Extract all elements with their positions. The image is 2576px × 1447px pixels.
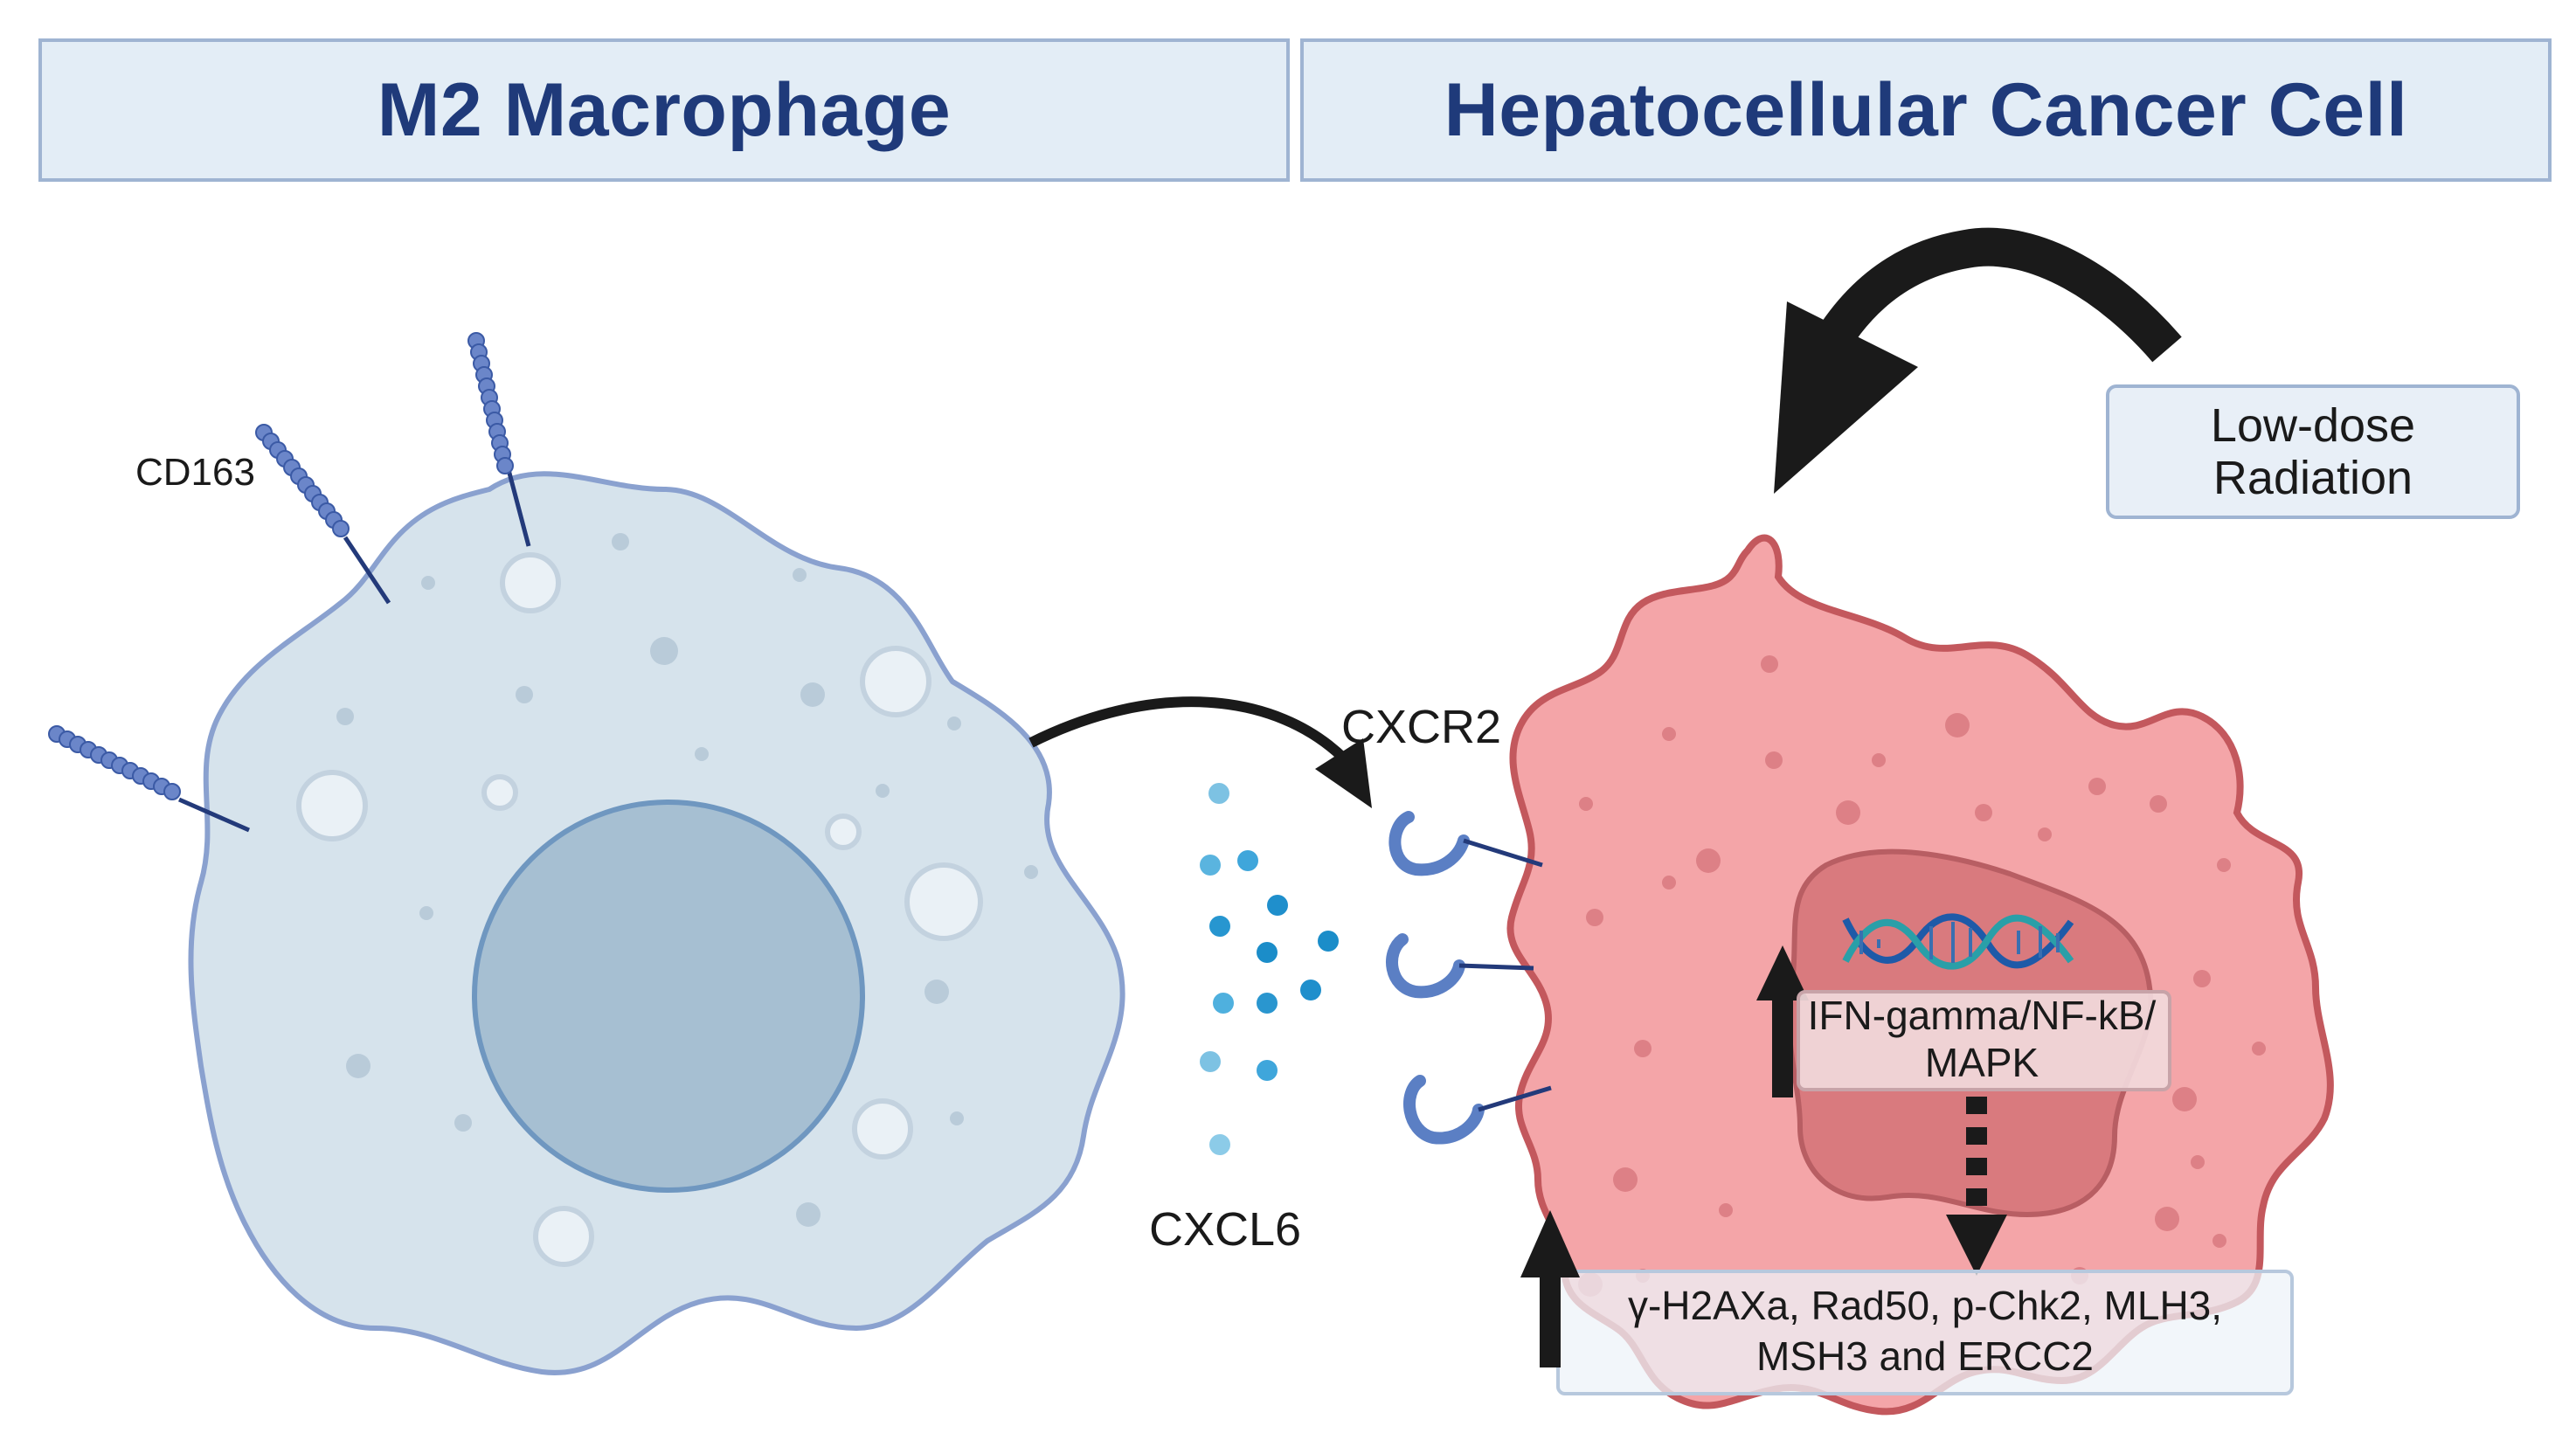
cd163-receptors xyxy=(48,332,531,833)
header-hepatocellular-cancer-cell: Hepatocellular Cancer Cell xyxy=(1300,38,2552,182)
dna-repair-box: γ-H2AXa, Rad50, p-Chk2, MLH3, MSH3 and E… xyxy=(1556,1270,2294,1395)
macrophage-nucleus xyxy=(472,800,865,1193)
radiation-arrow xyxy=(1774,227,2182,494)
radiation-box: Low-dose Radiation xyxy=(2106,384,2520,519)
secretion-arrowhead xyxy=(1315,738,1372,808)
repair-line-1: γ-H2AXa, Rad50, p-Chk2, MLH3, xyxy=(1628,1283,2222,1328)
macrophage-vesicles xyxy=(296,552,983,1267)
m2-macrophage-title: M2 Macrophage xyxy=(377,67,952,152)
cd163-label: CD163 xyxy=(135,451,255,494)
cxcl6-label: CXCL6 xyxy=(1149,1203,1301,1256)
pathway-up-arrow xyxy=(1756,945,1809,1097)
header-m2-macrophage: M2 Macrophage xyxy=(38,38,1290,182)
dotted-down-arrow xyxy=(1946,1097,2007,1276)
cd163-receptor-2 xyxy=(255,424,391,605)
cxcr2-receptors xyxy=(1386,811,1552,1145)
pathway-line-1: IFN-gamma/NF-kB/ xyxy=(1808,993,2157,1038)
radiation-arrowhead xyxy=(1774,301,1918,494)
hepatocellular-cancer-cell-title: Hepatocellular Cancer Cell xyxy=(1444,67,2408,152)
cd163-receptor-1 xyxy=(467,332,531,547)
m2-macrophage-cell xyxy=(188,471,1125,1375)
secretion-arrow xyxy=(1028,696,1372,808)
cxcr2-receptor-1 xyxy=(1388,811,1543,876)
radiation-line-2: Radiation xyxy=(2213,452,2413,504)
cxcr2-label: CXCR2 xyxy=(1341,701,1501,753)
cxcl6-molecules xyxy=(1200,783,1339,1155)
cxcr2-receptor-3 xyxy=(1403,1075,1552,1145)
cxcr2-receptor-2 xyxy=(1386,933,1534,999)
dna-helix-icon xyxy=(1842,913,2074,970)
cd163-receptor-3 xyxy=(48,725,251,833)
pathway-box: IFN-gamma/NF-kB/ MAPK xyxy=(1797,990,2171,1091)
repair-up-arrow xyxy=(1520,1210,1580,1367)
macrophage-granules xyxy=(336,533,1038,1227)
radiation-line-1: Low-dose xyxy=(2211,399,2415,452)
pathway-line-2: MAPK xyxy=(1925,1040,2039,1085)
repair-line-2: MSH3 and ERCC2 xyxy=(1756,1333,2094,1379)
